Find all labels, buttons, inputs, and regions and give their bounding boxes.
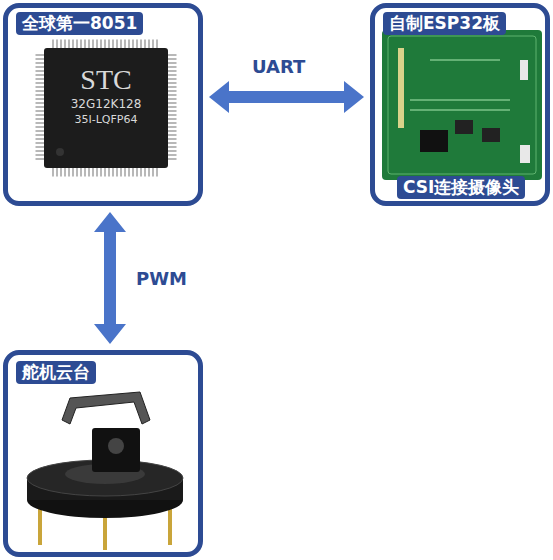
- signal-label: PWM: [136, 268, 187, 289]
- signal-label: UART: [252, 56, 305, 77]
- regulator: [455, 120, 473, 134]
- servo-body: [92, 428, 140, 472]
- chip-marking: STC: [80, 66, 131, 94]
- chip-marking: 32G12K128: [71, 98, 142, 110]
- pcb-board: [382, 30, 542, 180]
- ic-chip: [420, 130, 448, 152]
- box-note: CSI连接摄像头: [397, 176, 525, 199]
- connector: [520, 60, 528, 80]
- esp32-board: [382, 30, 542, 180]
- chip-pins: [168, 54, 177, 162]
- regulator: [482, 128, 500, 142]
- pcb-outline: [388, 36, 536, 174]
- box-title: 自制ESP32板: [383, 12, 506, 35]
- chip-pins: [52, 168, 160, 177]
- pcb-trace: [430, 59, 500, 61]
- pcb-trace: [410, 99, 510, 101]
- chip-pins: [52, 40, 160, 49]
- chip-body: [44, 48, 168, 168]
- pcb-trace: [410, 109, 510, 111]
- chip-marking: 35I-LQFP64: [75, 114, 138, 125]
- bidirectional-arrow: [209, 81, 364, 113]
- box-title: 全球第一8051: [16, 12, 143, 35]
- mcu-chip: [40, 44, 172, 172]
- component-box: 自制ESP32板 CSI连接摄像头: [370, 3, 550, 206]
- box-title: 舵机云台: [16, 361, 96, 384]
- servo-gimbal: [27, 392, 183, 550]
- bidirectional-arrow: [94, 212, 126, 344]
- servo-horn: [108, 438, 124, 454]
- chip-pins: [36, 54, 45, 162]
- pin-header: [398, 48, 404, 128]
- bracket: [62, 392, 150, 424]
- component-box: 舵机云台: [3, 350, 203, 557]
- connector: [520, 145, 530, 163]
- chip-dot: [56, 148, 64, 156]
